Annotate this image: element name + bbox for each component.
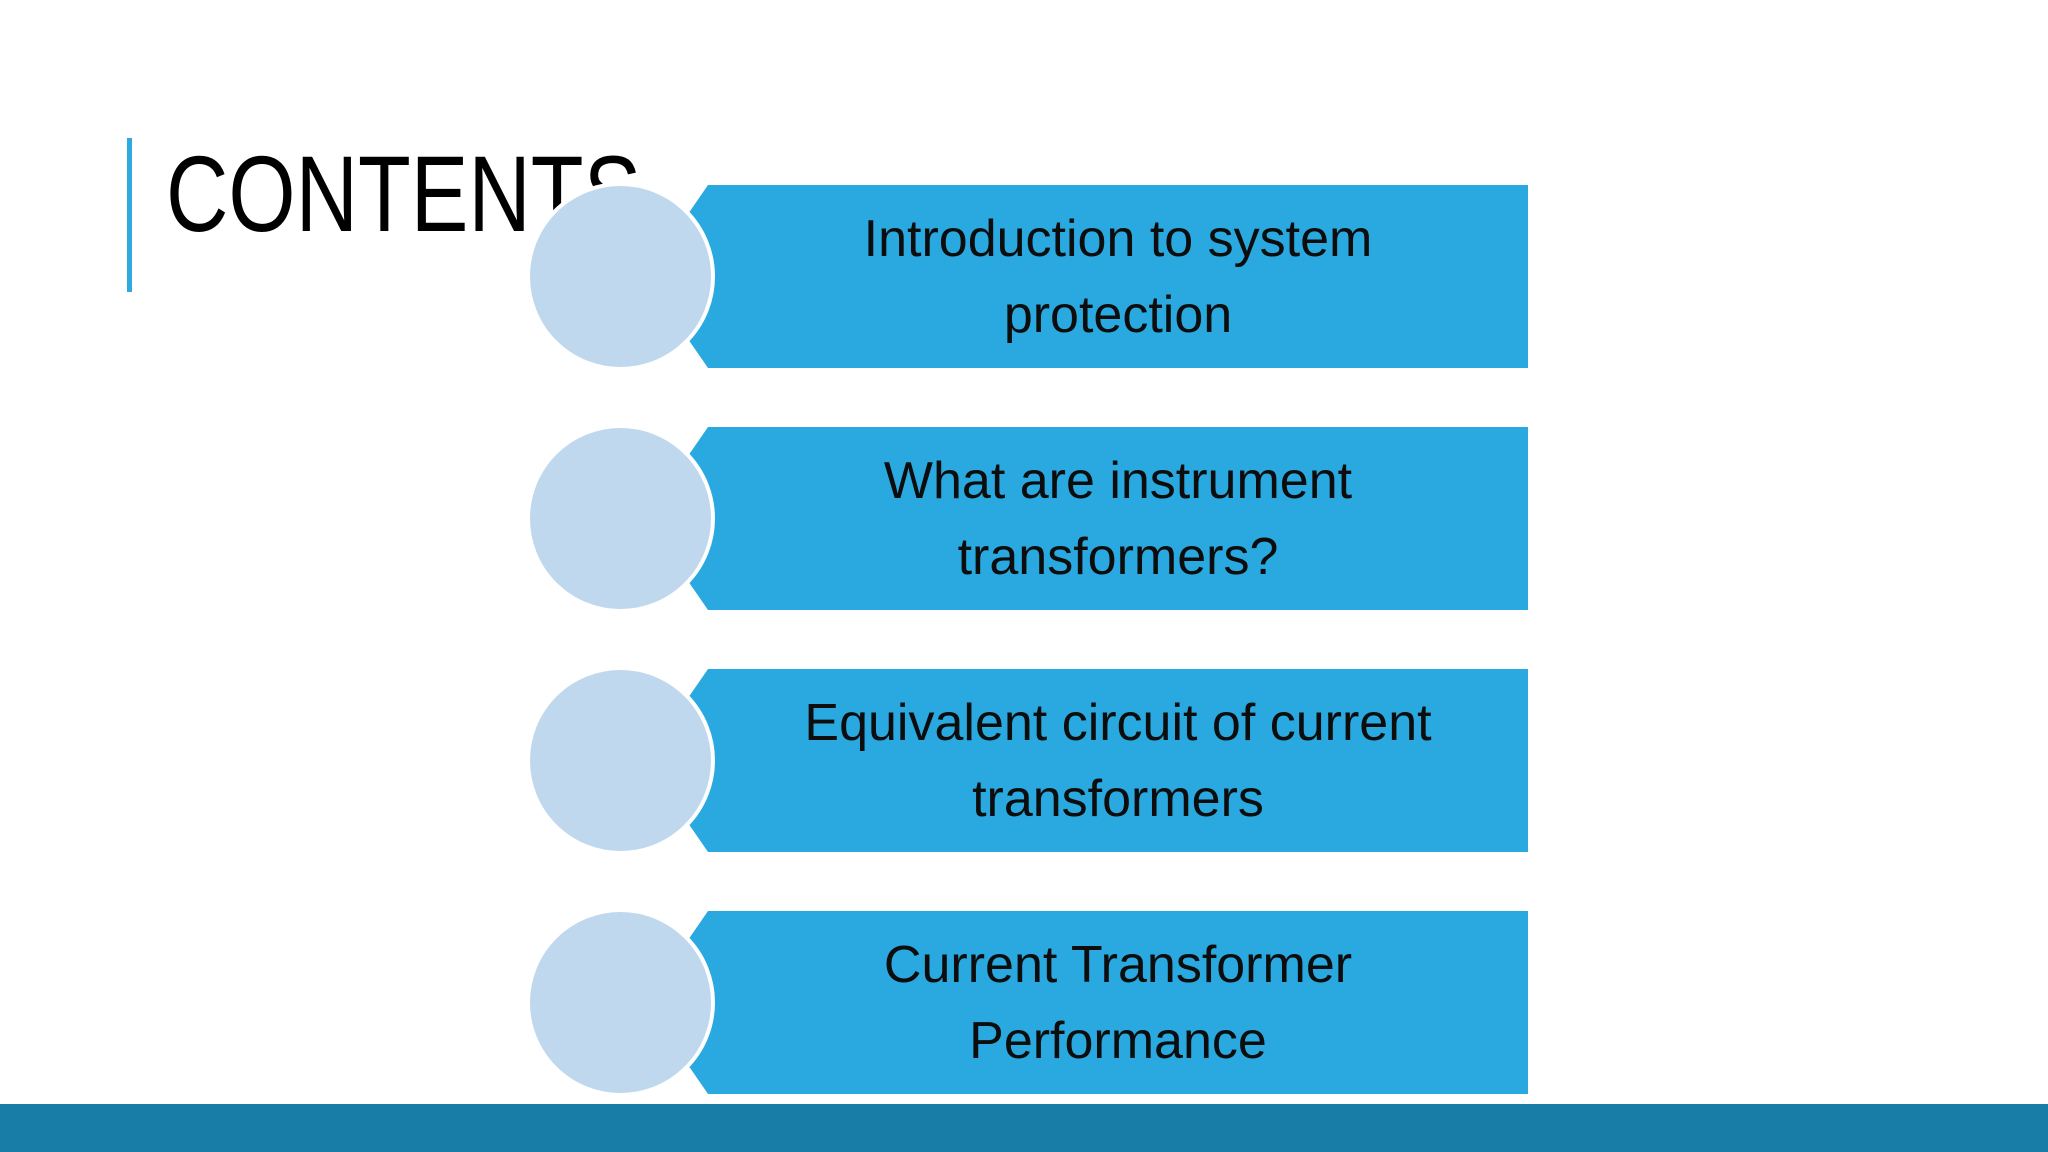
list-item-label: Equivalent circuit of current transforme… [804, 693, 1432, 828]
list-item: What are instrument transformers? [0, 424, 2048, 613]
list-item-banner: Equivalent circuit of current transforme… [645, 669, 1528, 852]
bullet-circle-icon [526, 424, 715, 613]
list-item: Equivalent circuit of current transforme… [0, 666, 2048, 855]
list-item-label: What are instrument transformers? [883, 451, 1353, 586]
title-accent-line [127, 138, 132, 292]
list-item-banner: Current Transformer Performance [645, 911, 1528, 1094]
bottom-accent-bar [0, 1104, 2048, 1152]
bullet-circle-icon [526, 666, 715, 855]
list-item: Introduction to system protection [0, 182, 2048, 371]
list-item-banner: Introduction to system protection [645, 185, 1528, 368]
list-item-banner: What are instrument transformers? [645, 427, 1528, 610]
bullet-circle-icon [526, 182, 715, 371]
list-item-label: Introduction to system protection [863, 209, 1373, 344]
bullet-circle-icon [526, 908, 715, 1097]
list-item-label: Current Transformer Performance [883, 935, 1353, 1070]
list-item: Current Transformer Performance [0, 908, 2048, 1097]
